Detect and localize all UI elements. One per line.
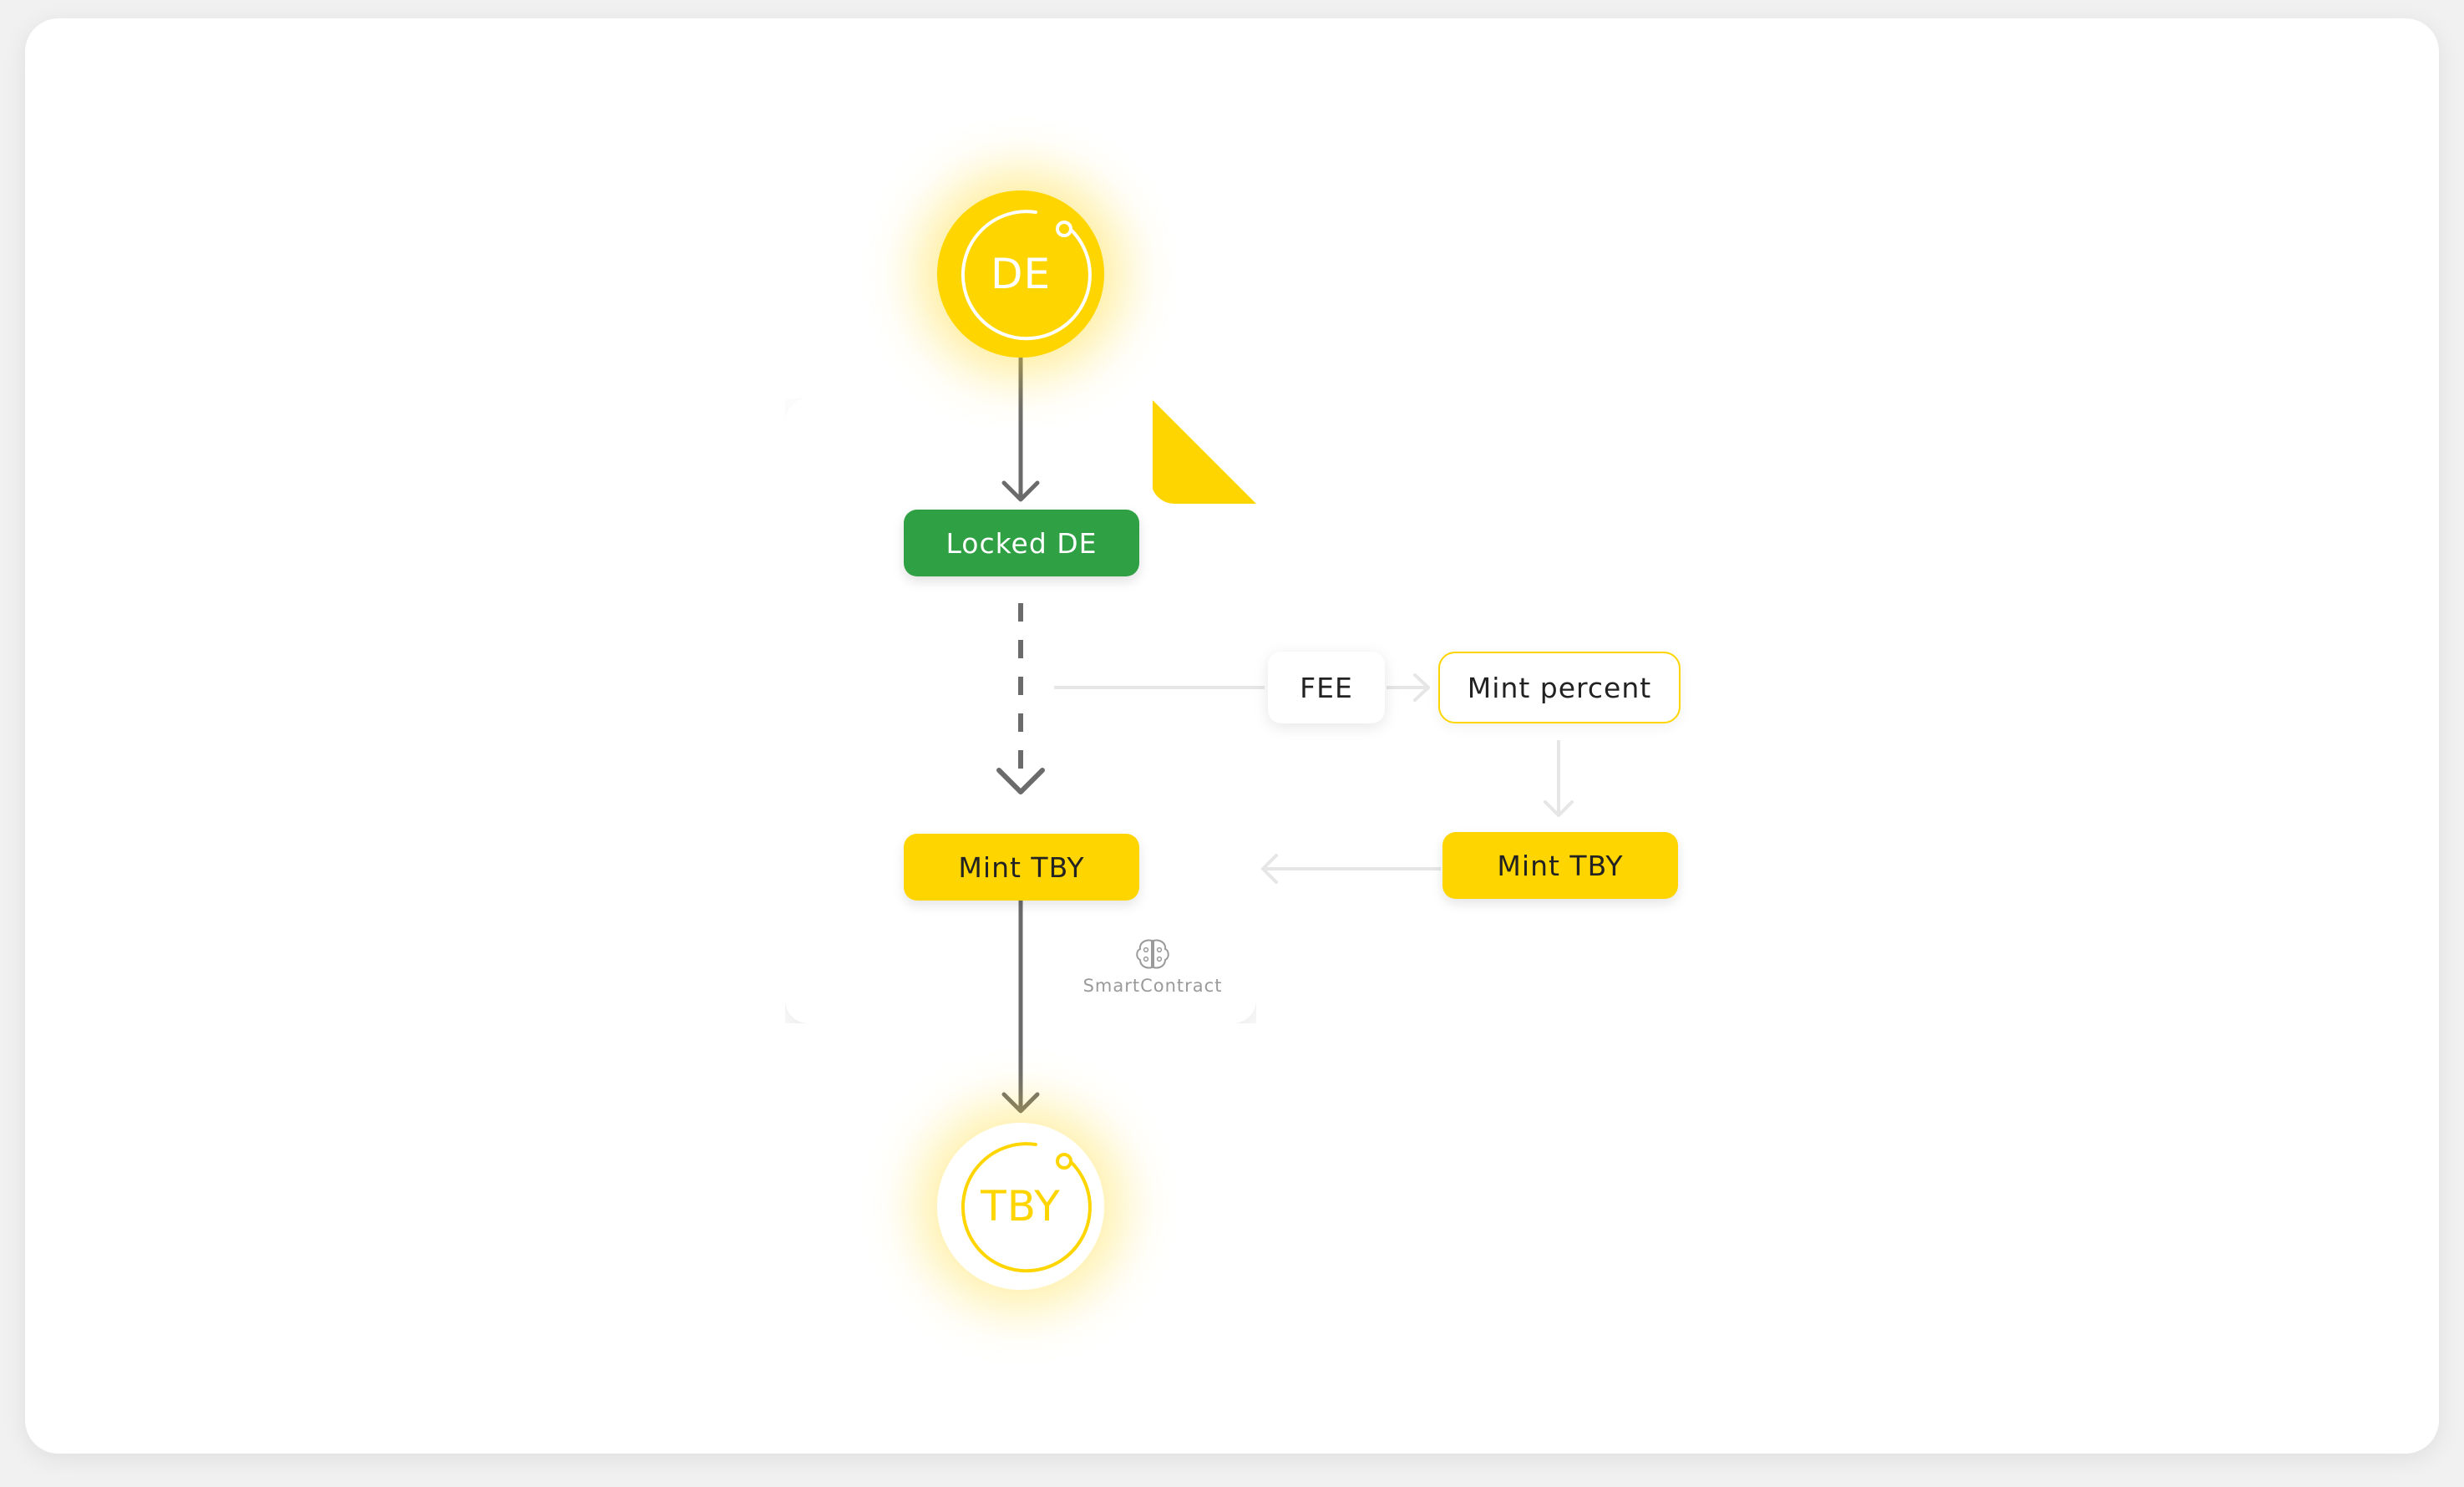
- de-coin-label: DE: [990, 250, 1052, 298]
- tby-coin-label: TBY: [981, 1182, 1061, 1231]
- mint-tby-outer-label: Mint TBY: [1497, 849, 1624, 882]
- tby-coin-ring-icon: [961, 1142, 1092, 1273]
- mint-tby-label: Mint TBY: [958, 850, 1085, 884]
- de-coin-ring-icon: [961, 210, 1092, 341]
- fee-box: FEE: [1268, 652, 1385, 723]
- mint-tby-box: Mint TBY: [904, 834, 1139, 901]
- folded-corner-shape: [1153, 398, 1256, 504]
- de-coin: DE: [937, 190, 1104, 358]
- mint-tby-outer-box: Mint TBY: [1442, 832, 1678, 899]
- smart-contract-label: SmartContract: [1082, 976, 1223, 996]
- document-folded-corner: [1153, 398, 1256, 504]
- locked-de-box: Locked DE: [904, 510, 1139, 576]
- brain-icon: [1136, 939, 1169, 969]
- locked-de-label: Locked DE: [946, 526, 1098, 560]
- fee-label: FEE: [1300, 671, 1353, 704]
- tby-coin: TBY: [937, 1123, 1104, 1290]
- smart-contract-brand: SmartContract: [1077, 937, 1228, 996]
- mint-percent-label: Mint percent: [1467, 671, 1652, 704]
- mint-percent-box: Mint percent: [1438, 652, 1681, 723]
